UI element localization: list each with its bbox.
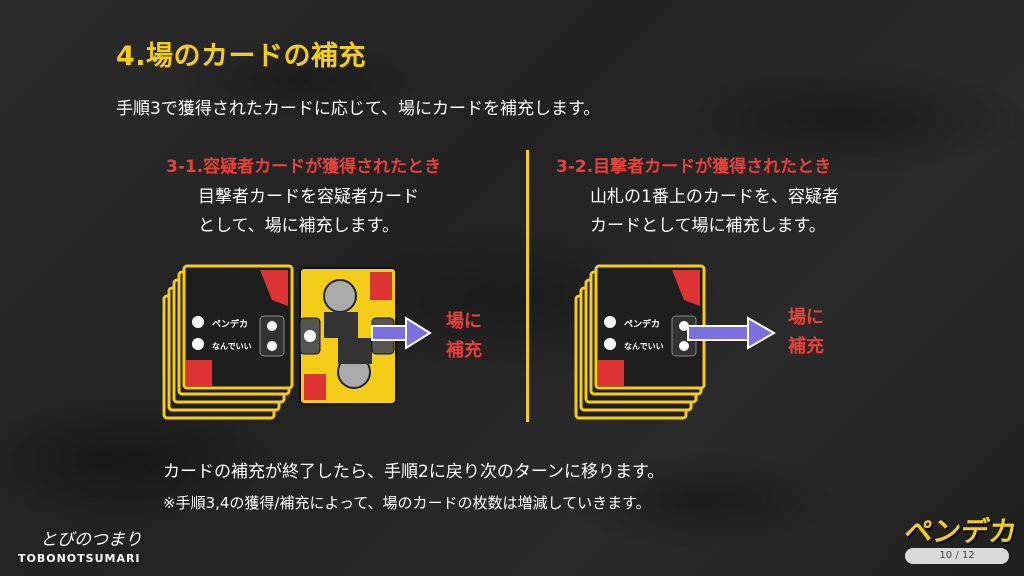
page-current: 10 <box>939 550 953 561</box>
tobonotsumari-logo: とびのつまり TOBONOTSUMARI <box>18 525 142 565</box>
add-to-field-label-left: 場に 補充 <box>446 307 482 365</box>
case1-description: 目撃者カードを容疑者カード として、場に補充します。 <box>198 183 419 241</box>
case2-line2: カードとして場に補充します。 <box>590 216 826 236</box>
case2-description: 山札の1番上のカードを、容疑者 カードとして場に補充します。 <box>590 183 839 241</box>
add-label-line2: 補充 <box>446 340 482 361</box>
case1-line2: として、場に補充します。 <box>198 216 399 236</box>
case1-line1: 目撃者カードを容疑者カード <box>198 187 419 207</box>
case2-line1: 山札の1番上のカードを、容疑者 <box>590 187 839 207</box>
column-divider <box>526 150 529 422</box>
svg-text:ペンデカ: ペンデカ <box>624 318 660 330</box>
case1-title: 3-1.容疑者カードが獲得されたとき <box>166 157 442 177</box>
case2-title: 3-2.目撃者カードが獲得されたとき <box>556 157 832 177</box>
add-label-line1: 場に <box>788 307 824 328</box>
add-label-line2: 補充 <box>788 336 824 357</box>
page-title: 4.場のカードの補充 <box>116 41 367 72</box>
witness-card <box>299 267 397 405</box>
page-total: 12 <box>961 550 975 561</box>
add-label-line1: 場に <box>446 311 482 332</box>
footer-main-text: カードの補充が終了したら、手順2に戻り次のターンに移ります。 <box>163 462 665 482</box>
intro-text: 手順3で獲得されたカードに応じて、場にカードを補充します。 <box>116 99 601 119</box>
logo-wordmark: TOBONOTSUMARI <box>18 552 141 565</box>
svg-text:なんでいい: なんでいい <box>624 342 664 351</box>
page-separator: / <box>955 550 959 561</box>
logo-script: とびのつまり <box>40 530 142 550</box>
add-to-field-label-right: 場に 補充 <box>788 303 824 361</box>
page-indicator: 10 / 12 <box>905 548 1009 564</box>
card-deck-left: ペンデカ なんでいい <box>162 264 294 420</box>
svg-text:なんでいい: なんでいい <box>212 342 252 351</box>
svg-text:ペンデカ: ペンデカ <box>212 318 248 330</box>
arrow-right-icon-2 <box>687 316 777 350</box>
footer-note-text: ※手順3,4の獲得/補充によって、場のカードの枚数は増減していきます。 <box>163 494 651 512</box>
arrow-right-icon <box>371 316 432 350</box>
pendeka-logo: ペンデカ <box>902 515 1020 548</box>
card-deck-right: ペンデカ なんでいい <box>574 264 706 420</box>
